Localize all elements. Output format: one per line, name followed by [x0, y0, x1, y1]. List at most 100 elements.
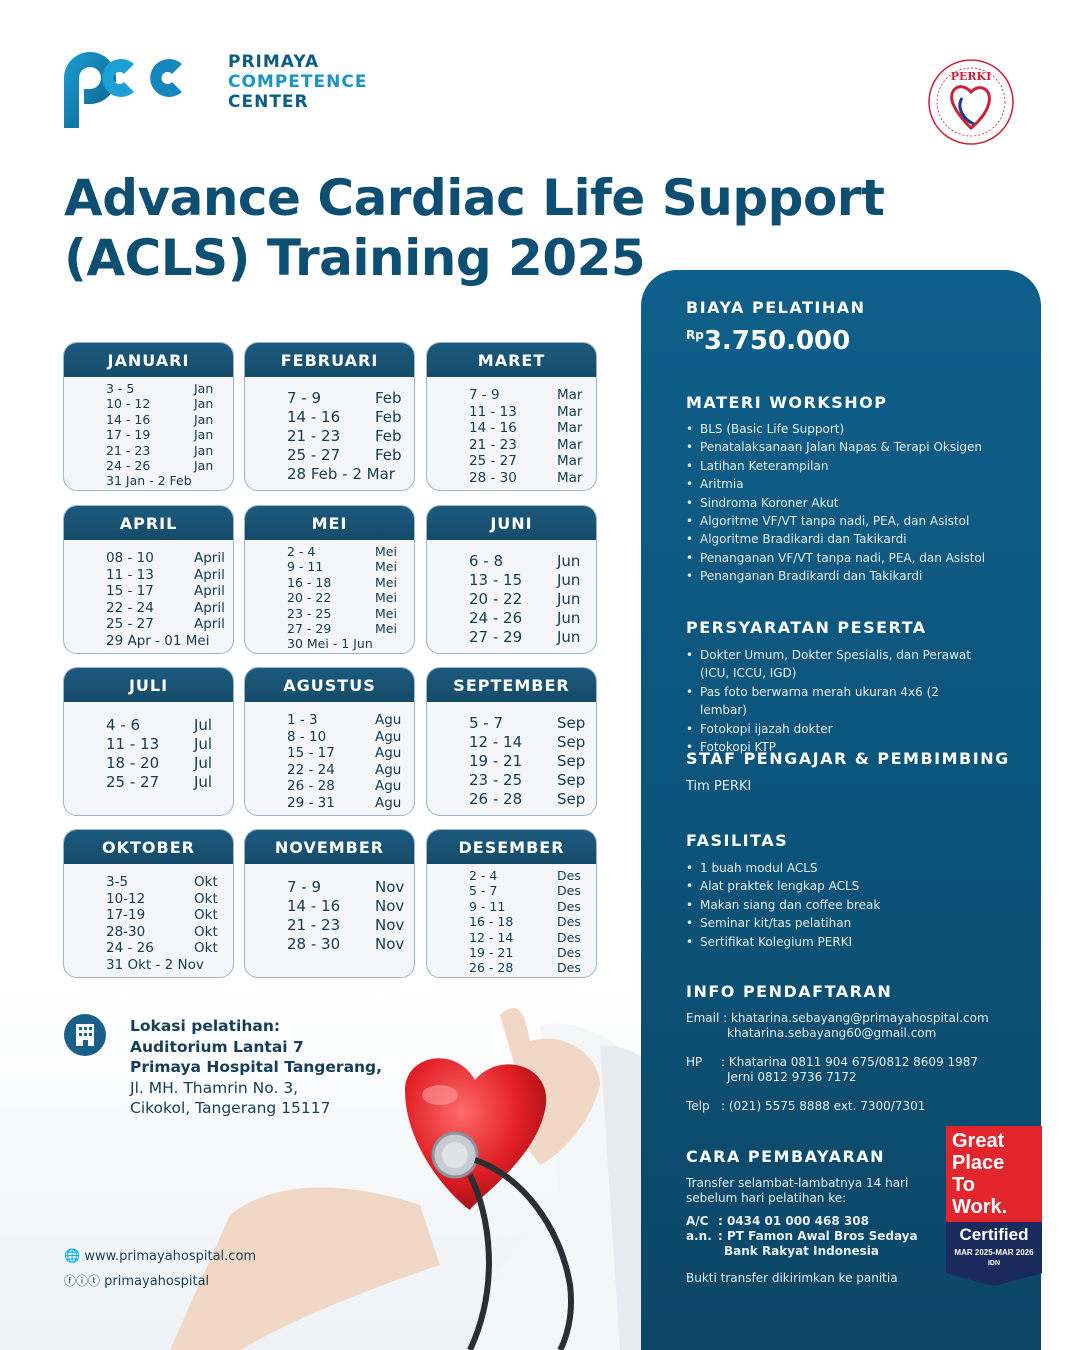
- social-icons: ⓕⓘⓣ: [64, 1274, 101, 1288]
- date-range: 5 - 7: [469, 883, 498, 899]
- bank-name: Bank Rakyat Indonesia: [724, 1244, 879, 1258]
- telp-label: Telp: [686, 1099, 710, 1113]
- materi-list: BLS (Basic Life Support)Penatalaksanaan …: [686, 420, 1026, 586]
- title-line-1: Advance Cardiac Life Support: [64, 169, 885, 227]
- date-month: April: [194, 599, 225, 616]
- date-range: 14 - 16: [287, 897, 341, 915]
- month-name: MEI: [245, 506, 414, 540]
- date-range: 20 - 22: [469, 590, 523, 608]
- fasilitas-item: 1 buah modul ACLS: [686, 859, 986, 878]
- date-month: Agu: [375, 712, 402, 728]
- date-range: 7 - 9: [469, 387, 500, 403]
- date-month: Jan: [194, 411, 214, 427]
- date-row: 20 - 22 Jun: [469, 590, 596, 609]
- date-month: Des: [557, 898, 581, 914]
- page-title: Advance Cardiac Life Support (ACLS) Trai…: [64, 168, 885, 288]
- info-heading: INFO PENDAFTARAN: [686, 982, 893, 1001]
- date-month: Des: [557, 868, 581, 883]
- date-range: 31 Okt - 2 Nov: [106, 956, 204, 973]
- date-range: 17 - 19: [106, 427, 151, 443]
- date-range: 16 - 18: [287, 574, 332, 590]
- date-range: 28 Feb - 2 Mar: [287, 465, 395, 483]
- materi-heading: MATERI WORKSHOP: [686, 393, 888, 412]
- date-month: Jul: [194, 773, 213, 791]
- date-range: 19 - 21: [469, 945, 514, 961]
- date-month: Jan: [194, 442, 214, 458]
- date-range: 08 - 10: [106, 550, 154, 566]
- date-month: Jul: [194, 735, 213, 753]
- brand-line-1: PRIMAYA: [228, 52, 320, 72]
- gptw-certified: Certified: [959, 1225, 1029, 1244]
- date-month: Jun: [557, 590, 581, 608]
- date-range: 14 - 16: [469, 420, 517, 436]
- month-name: JUNI: [427, 506, 596, 540]
- month-name: DESEMBER: [427, 830, 596, 864]
- date-month: Des: [557, 929, 581, 945]
- date-range: 21 - 23: [106, 442, 151, 458]
- date-range: 28-30: [106, 923, 146, 940]
- date-range: 4 - 6: [106, 716, 141, 734]
- building-icon: [64, 1014, 106, 1056]
- month-name: FEBRUARI: [245, 343, 414, 377]
- materi-item: Latihan Keterampilan: [686, 457, 1026, 476]
- date-range: 23 - 25: [287, 605, 332, 621]
- date-range: 12 - 14: [469, 733, 523, 751]
- date-month: Des: [557, 914, 581, 930]
- date-month: April: [194, 550, 225, 566]
- date-month: Jun: [557, 571, 581, 589]
- date-range: 29 Apr - 01 Mei: [106, 632, 210, 649]
- price: Rp3.750.000: [686, 326, 850, 356]
- date-month: Mar: [557, 436, 583, 453]
- date-range: 15 - 17: [287, 745, 335, 761]
- month-name: JANUARI: [64, 343, 233, 377]
- date-month: Agu: [375, 794, 402, 811]
- date-month: Okt: [194, 874, 218, 890]
- location-city: Cikokol, Tangerang 15117: [130, 1099, 331, 1117]
- website-link[interactable]: 🌐 www.primayahospital.com: [64, 1249, 256, 1264]
- price-amount: 3.750.000: [703, 326, 851, 356]
- month-name: MARET: [427, 343, 596, 377]
- staf-text: Tim PERKI: [686, 779, 752, 794]
- materi-item: BLS (Basic Life Support): [686, 420, 1026, 439]
- email-1[interactable]: khatarina.sebayang@primayahospital.com: [730, 1011, 989, 1025]
- hp-label: HP: [686, 1055, 703, 1069]
- social-handle[interactable]: ⓕⓘⓣ primayahospital: [64, 1272, 209, 1289]
- date-range: 7 - 9: [287, 878, 322, 896]
- date-range: 9 - 11: [469, 898, 506, 914]
- date-month: Sep: [557, 733, 586, 751]
- date-range: 25 - 27: [106, 773, 160, 791]
- date-month: Feb: [375, 408, 402, 426]
- hp-2: Jerni 0812 9736 7172: [727, 1070, 857, 1084]
- gptw-line-4: Work.: [952, 1196, 1008, 1218]
- materi-item: Algoritme VF/VT tanpa nadi, PEA, dan Asi…: [686, 512, 1026, 531]
- date-range: 14 - 16: [287, 408, 341, 426]
- date-range: 27 - 29: [287, 621, 332, 637]
- email-2[interactable]: khatarina.sebayang60@gmail.com: [727, 1026, 937, 1040]
